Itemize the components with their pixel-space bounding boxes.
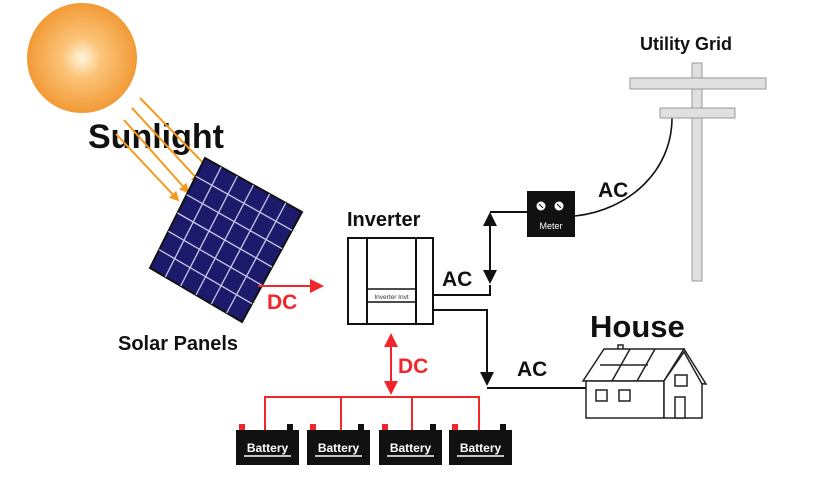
- house-icon: [581, 344, 708, 419]
- grid-wire: [574, 117, 673, 217]
- battery-icon: Battery: [236, 424, 299, 465]
- ac-label-house: AC: [517, 358, 547, 381]
- ac-line-meter: [433, 211, 528, 296]
- battery-label: Battery: [247, 441, 289, 455]
- sun-icon: [27, 3, 137, 113]
- sunlight-label: Sunlight: [88, 118, 224, 156]
- solar-panel-icon: [148, 156, 304, 324]
- meter-label: Meter: [539, 221, 562, 231]
- meter-icon: [527, 191, 575, 237]
- battery-label: Battery: [390, 441, 432, 455]
- ac-label-inverter: AC: [442, 268, 472, 291]
- inverter-icon: [347, 237, 434, 325]
- ac-label-grid: AC: [598, 179, 628, 202]
- battery-label: Battery: [318, 441, 360, 455]
- battery-icon: Battery: [307, 424, 370, 465]
- battery-label: Battery: [460, 441, 502, 455]
- dc-label-panel: DC: [267, 291, 297, 314]
- utility-pole-icon: [629, 62, 767, 282]
- inverter-plate-label: Inverter Invt: [374, 294, 409, 301]
- battery-bus: [264, 396, 480, 430]
- solar-panels-label: Solar Panels: [118, 333, 238, 355]
- battery-icon: Battery: [449, 424, 512, 465]
- inverter-label: Inverter: [347, 209, 421, 231]
- utility-grid-label: Utility Grid: [640, 34, 732, 54]
- battery-icon: Battery: [379, 424, 442, 465]
- house-label: House: [590, 309, 685, 344]
- ac-line-house: [433, 309, 586, 389]
- dc-label-battery: DC: [398, 355, 428, 378]
- sun-rays: [115, 97, 214, 202]
